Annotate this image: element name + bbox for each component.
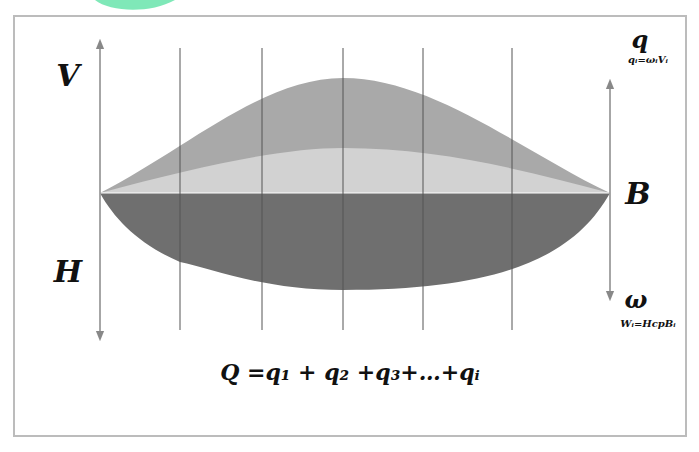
axis-letter: q (632, 28, 649, 52)
velocity-area (100, 78, 610, 193)
formula: qᵢ=ωᵢVᵢ (628, 55, 668, 65)
axis-letter: ω (625, 288, 648, 312)
v-h-axis (99, 44, 101, 336)
discharge-band (100, 148, 610, 193)
corner-blob (95, 0, 175, 10)
q-omega-axis (609, 84, 611, 296)
axis-letter: V (56, 61, 79, 91)
verticals (180, 48, 512, 330)
formula: Wᵢ=HcpBᵢ (620, 319, 675, 329)
axis-letter: H (54, 257, 82, 287)
frame (14, 16, 686, 436)
axis-letter: B (625, 179, 650, 209)
depth-area (100, 193, 610, 290)
water-surface (100, 193, 610, 194)
discharge-formula: Q =q₁ + q₂ +q₃+…+qᵢ (220, 361, 480, 383)
